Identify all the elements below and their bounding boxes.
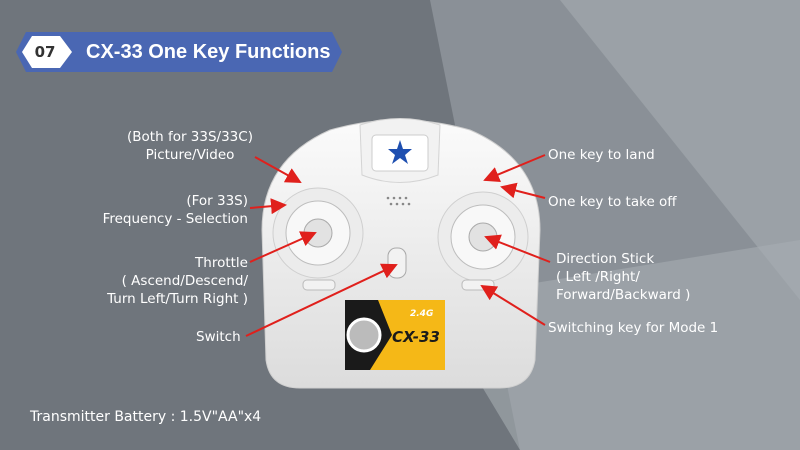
label-switch: Switch (196, 329, 241, 345)
speaker-grille (386, 196, 411, 206)
label-picture-video: (Both for 33S/33C)Picture/Video (127, 129, 253, 163)
model-text: CX-33 (392, 328, 440, 346)
label-takeoff: One key to take off (548, 194, 677, 210)
callout-arrows (245, 154, 551, 337)
label-land: One key to land (548, 147, 655, 163)
section-number: 07 (34, 43, 56, 61)
mode-button (461, 279, 495, 291)
battery-info: Transmitter Battery : 1.5V"AA"x4 (30, 409, 262, 425)
section-title: CX-33 One Key Functions (86, 41, 331, 63)
power-switch (387, 247, 407, 279)
left-stick (272, 187, 364, 279)
left-button (302, 279, 336, 291)
freq-text: 2.4G (410, 309, 433, 319)
label-mode: Switching key for Mode 1 (548, 320, 719, 336)
right-stick (437, 191, 529, 283)
label-frequency: (For 33S)Frequency - Selection (102, 193, 248, 227)
display-panel: 2.4G CX-33 (345, 300, 445, 370)
label-throttle: Throttle( Ascend/Descend/Turn Left/Turn … (107, 255, 248, 307)
section-banner: 07 CX-33 One Key Functions (14, 32, 342, 72)
label-direction: Direction Stick( Left /Right/Forward/Bac… (556, 251, 691, 303)
